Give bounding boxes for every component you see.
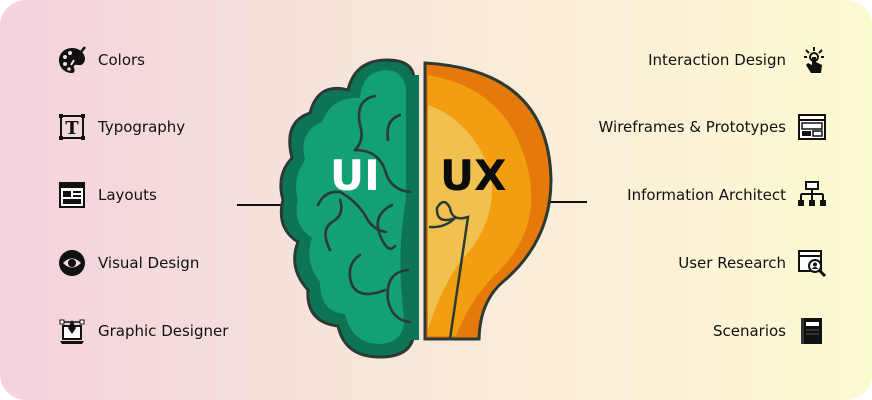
- scenario-book-icon: [796, 315, 828, 347]
- ux-label: UX: [440, 151, 507, 200]
- ux-item-label: Wireframes & Prototypes: [598, 118, 786, 136]
- sitemap-icon: [796, 179, 828, 211]
- typography-icon: T: [56, 111, 88, 143]
- ux-item-user-research: User Research: [678, 246, 828, 280]
- layout-icon: [56, 179, 88, 211]
- ux-item-interaction-design: Interaction Design: [648, 43, 828, 77]
- user-research-icon: [796, 247, 828, 279]
- ui-item-visual-design: Visual Design: [56, 246, 199, 280]
- ux-item-label: Information Architect: [627, 186, 786, 204]
- ui-item-label: Colors: [98, 51, 145, 69]
- ui-item-layouts: Layouts: [56, 178, 157, 212]
- ui-item-label: Layouts: [98, 186, 157, 204]
- ux-item-information-architect: Information Architect: [627, 178, 828, 212]
- wireframe-icon: [796, 111, 828, 143]
- touch-icon: [796, 44, 828, 76]
- graphic-design-icon: [56, 315, 88, 347]
- ui-item-label: Typography: [98, 118, 186, 136]
- ui-item-graphic-designer: Graphic Designer: [56, 314, 228, 348]
- lightbulb-half-icon: UX: [423, 61, 553, 341]
- brain-half-icon: UI: [279, 58, 419, 359]
- ux-item-label: Scenarios: [712, 322, 786, 340]
- ui-item-typography: T Typography: [56, 110, 185, 144]
- ux-item-scenarios: Scenarios: [713, 314, 828, 348]
- svg-text:T: T: [65, 118, 79, 139]
- palette-icon: [56, 44, 88, 76]
- eye-icon: [56, 247, 88, 279]
- ui-item-label: Visual Design: [98, 254, 200, 272]
- ui-item-colors: Colors: [56, 43, 145, 77]
- ux-item-wireframes: Wireframes & Prototypes: [599, 110, 828, 144]
- ui-label: UI: [330, 151, 380, 200]
- ux-item-label: Interaction Design: [648, 51, 786, 69]
- ux-item-label: User Research: [678, 254, 786, 272]
- ui-item-label: Graphic Designer: [98, 322, 229, 340]
